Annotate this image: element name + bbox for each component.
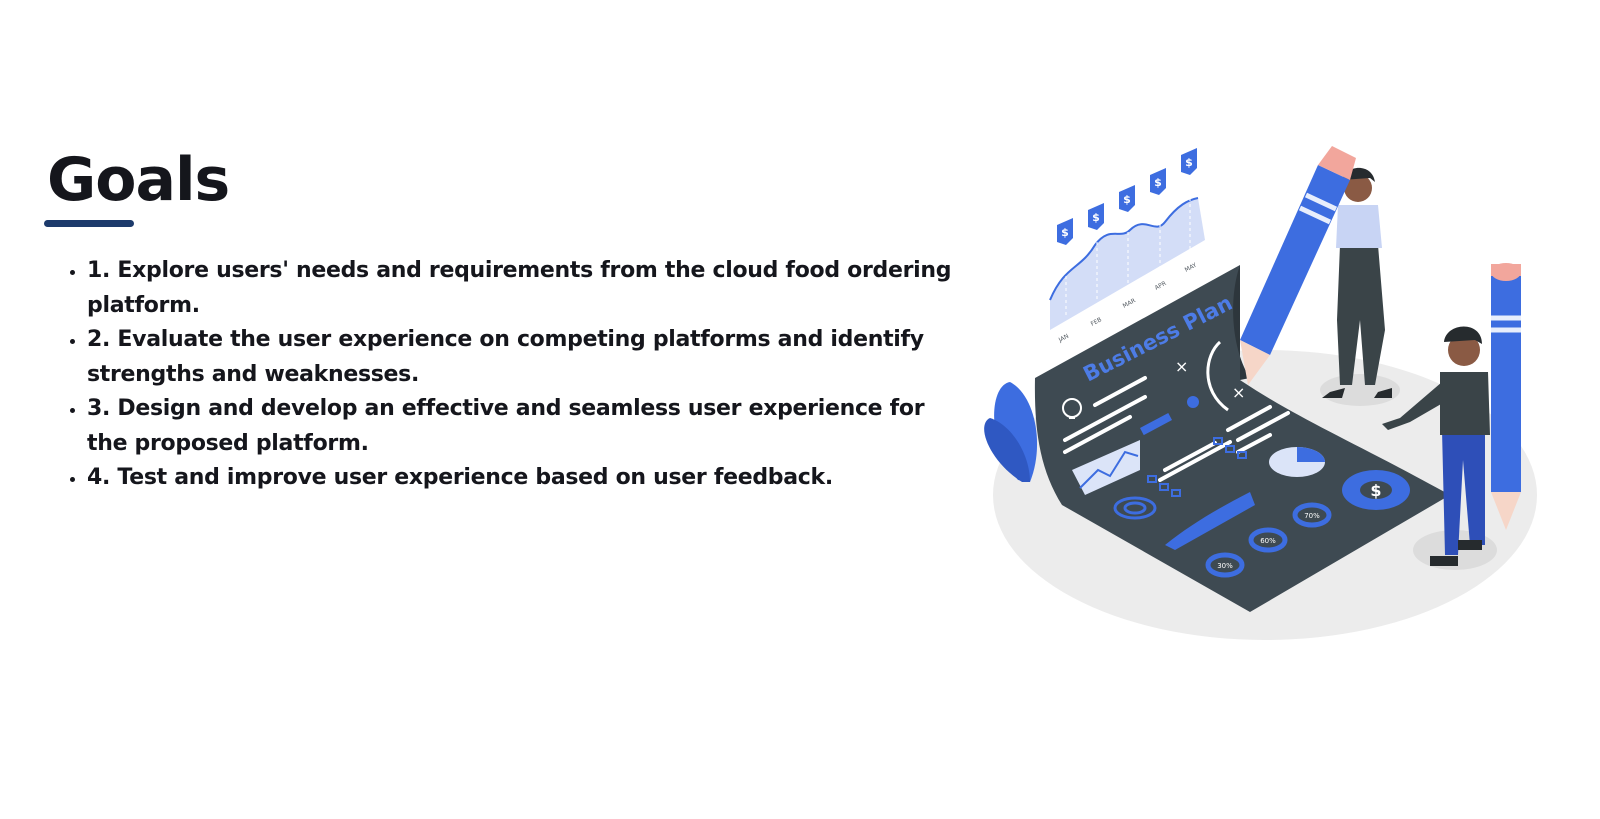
lightbulb-icon <box>1062 398 1082 419</box>
area-chart <box>1165 492 1255 550</box>
board-lines <box>1063 376 1290 482</box>
goals-list: 1. Explore users' needs and requirements… <box>58 254 957 496</box>
floating-line-chart <box>1049 197 1205 330</box>
svg-text:60%: 60% <box>1260 537 1276 545</box>
pencil-icon <box>1491 263 1521 530</box>
donut-chart: 70% <box>1292 502 1332 528</box>
month-label: APR <box>1154 280 1168 292</box>
cross-icon: × <box>1232 383 1245 402</box>
goal-item: 1. Explore users' needs and requirements… <box>87 254 957 323</box>
pie-chart <box>1269 447 1325 477</box>
donut-chart: 30% <box>1205 552 1245 578</box>
title-underline <box>44 220 134 227</box>
plant-icon <box>984 382 1038 482</box>
dollar-icon: $ <box>1061 226 1069 239</box>
cross-icon: × <box>1175 357 1188 376</box>
woman-figure <box>1320 167 1400 406</box>
goal-item: 3. Design and develop an effective and s… <box>87 392 957 461</box>
goal-item: 2. Evaluate the user experience on compe… <box>87 323 957 392</box>
board-bar <box>1140 412 1173 436</box>
dollar-icon: $ <box>1370 481 1381 500</box>
dot-icon <box>1187 396 1199 408</box>
donut-chart: 60% <box>1248 527 1288 553</box>
svg-text:70%: 70% <box>1304 512 1320 520</box>
price-tag-icons <box>1057 148 1197 245</box>
dollar-icon: $ <box>1154 176 1162 189</box>
business-plan-illustration: Business Plan × × $ 30% 60% <box>984 146 1537 640</box>
page-title: Goals <box>47 145 230 215</box>
month-label: MAY <box>1184 262 1199 274</box>
month-label: JAN <box>1057 333 1070 344</box>
dollar-icon: $ <box>1123 193 1131 206</box>
month-label: MAR <box>1122 297 1137 309</box>
pencil-icon <box>1240 146 1356 385</box>
checkbox-icons <box>1147 437 1247 497</box>
month-label: FEB <box>1090 316 1103 328</box>
dollar-icon: $ <box>1185 156 1193 169</box>
target-icon <box>1113 496 1157 520</box>
arrow-icon <box>1206 340 1229 412</box>
goal-item: 4. Test and improve user experience base… <box>87 461 957 496</box>
gear-icon <box>1342 470 1410 510</box>
svg-text:30%: 30% <box>1217 562 1233 570</box>
man-figure <box>1382 326 1497 570</box>
dollar-icon: $ <box>1092 211 1100 224</box>
